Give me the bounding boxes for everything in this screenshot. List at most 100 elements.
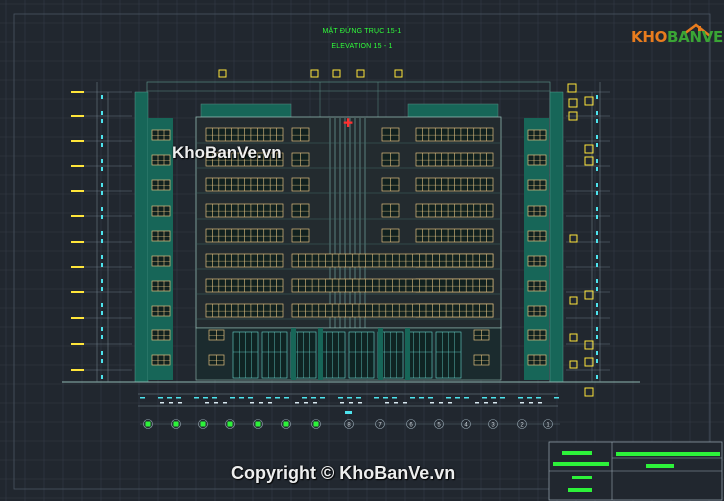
drawing-frame: [13, 13, 711, 490]
window-frame: [151, 305, 171, 317]
white-dim-tick: [295, 402, 299, 404]
cyan-tick-right: [596, 359, 598, 363]
axis-marker: [225, 419, 235, 429]
cyan-dim-tick: [500, 397, 505, 399]
house-roof-icon: [683, 23, 711, 37]
core-window-right: [527, 154, 547, 166]
cyan-tick-right: [596, 311, 598, 315]
level-tag-mid-right: [569, 360, 578, 369]
cyan-tick-right: [596, 239, 598, 243]
cyan-tick-left: [101, 119, 103, 123]
cyan-dim-tick: [419, 397, 424, 399]
window-band-left: [205, 253, 284, 268]
building-elevation: ✚: [62, 81, 640, 383]
level-marker-left: [71, 317, 84, 319]
axis-label: 3: [491, 423, 495, 429]
core-window-right: [527, 305, 547, 317]
core-window-right: [527, 255, 547, 267]
axis-circle: [225, 419, 235, 429]
core-window-left: [151, 230, 171, 242]
axis-fill: [313, 421, 319, 427]
cyan-dim-tick: [356, 397, 361, 399]
cyan-dim-tick: [392, 397, 397, 399]
cyan-dim-tick: [194, 397, 199, 399]
axis-marker: [253, 419, 263, 429]
cyan-tick-left: [101, 95, 103, 99]
podium-pillar: [291, 328, 296, 380]
cyan-tick-right: [596, 191, 598, 195]
cyan-tick-right: [596, 303, 598, 307]
axis-circle: [406, 419, 416, 429]
white-dim-tick: [223, 402, 227, 404]
axis-circle: [517, 419, 527, 429]
cyan-tick-left: [101, 135, 103, 139]
axis-marker: [198, 419, 208, 429]
window-band-left: [205, 177, 284, 192]
cyan-tick-right: [596, 207, 598, 211]
window-band-wide: [291, 278, 494, 293]
cyan-dim-tick: [428, 397, 433, 399]
white-dim-tick: [268, 402, 272, 404]
cyan-tick-right: [596, 335, 598, 339]
window-frame: [527, 255, 547, 267]
podium-glazing-bay: [406, 331, 433, 379]
cyan-tick-right: [596, 143, 598, 147]
axis-label: 1: [546, 423, 550, 429]
cyan-tick-right: [596, 183, 598, 187]
level-tag-right: [584, 387, 594, 397]
white-dim-tick: [349, 402, 353, 404]
cyan-tick-left: [101, 279, 103, 283]
cyan-tick-right: [596, 215, 598, 219]
level-tag-right: [584, 156, 594, 166]
cyan-dim-tick: [536, 397, 541, 399]
window-pair-left: [291, 152, 310, 167]
cyan-dim-tick: [230, 397, 235, 399]
axis-label: 2: [520, 423, 524, 429]
level-tag-right: [584, 357, 594, 367]
cyan-dim-tick: [167, 397, 172, 399]
axis-marker: 7: [375, 419, 385, 429]
white-dim-tick: [430, 402, 434, 404]
cyan-dim-tick: [320, 397, 325, 399]
title-block-text-bar: [616, 452, 720, 456]
level-marker-left: [71, 241, 84, 243]
top-level-tag: [332, 69, 341, 78]
axis-circle: [434, 419, 444, 429]
window-band-right: [415, 177, 494, 192]
axis-fill: [173, 421, 179, 427]
cyan-tick-right: [596, 95, 598, 99]
core-window-right: [527, 354, 547, 366]
window-frame: [151, 230, 171, 242]
axis-circle: [375, 419, 385, 429]
left-wing-column: [134, 91, 149, 383]
podium-small-window-left: [208, 354, 225, 366]
cyan-dim-tick: [311, 397, 316, 399]
axis-marker: 3: [488, 419, 498, 429]
axis-label: 4: [464, 423, 468, 429]
window-frame: [151, 280, 171, 292]
center-dim-tick: [345, 411, 352, 414]
cyan-dim-tick: [374, 397, 379, 399]
cyan-tick-left: [101, 167, 103, 171]
level-tag-mid-right: [569, 333, 578, 342]
cyan-dim-tick: [491, 397, 496, 399]
cyan-tick-right: [596, 375, 598, 379]
core-window-left: [151, 329, 171, 341]
white-dim-tick: [475, 402, 479, 404]
level-tag-top-right: [568, 111, 578, 121]
cyan-dim-tick: [302, 397, 307, 399]
cyan-dim-tick: [284, 397, 289, 399]
axis-marker: [171, 419, 181, 429]
white-dim-tick: [214, 402, 218, 404]
white-dim-tick: [403, 402, 407, 404]
window-frame: [527, 305, 547, 317]
podium-small-window-left: [208, 329, 225, 341]
cyan-tick-right: [596, 159, 598, 163]
cyan-tick-right: [596, 327, 598, 331]
core-window-left: [151, 280, 171, 292]
cyan-dim-tick: [275, 397, 280, 399]
red-marker: ✚: [343, 116, 353, 130]
cyan-tick-left: [101, 335, 103, 339]
cyan-dim-tick: [554, 397, 559, 399]
